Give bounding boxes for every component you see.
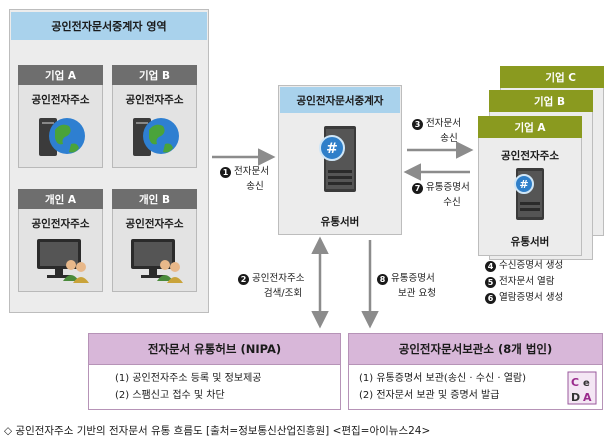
relay-server-label: 유통서버	[320, 216, 360, 228]
server-icon: #	[514, 168, 544, 220]
company-b-header: 기업 B	[112, 65, 197, 85]
person-a-address-label: 공인전자주소	[31, 218, 90, 230]
ceda-logo: C e D A	[567, 371, 597, 405]
globe-computer-icon	[39, 118, 85, 156]
monitor-people-icon	[131, 239, 183, 283]
company-a-header: 기업 A	[18, 65, 103, 85]
archive-title: 공인전자문서보관소 (8개 법인)	[348, 333, 603, 365]
relay-title: 공인전자문서중계자	[280, 87, 400, 113]
company-a-address-label: 공인전자주소	[31, 94, 90, 106]
hub-item-2: (2) 스팸신고 접수 및 차단	[115, 390, 225, 401]
archive-item-2: (2) 전자문서 보관 및 증명서 발급	[359, 390, 500, 401]
archive-body: (1) 유통증명서 보관(송신 · 수신 · 열람) (2) 전자문서 보관 및…	[348, 365, 603, 410]
svg-text:e: e	[583, 378, 590, 389]
company-c-header: 기업 C	[500, 66, 604, 88]
svg-text:A: A	[583, 391, 592, 404]
caption: ◇ 공인전자주소 기반의 전자문서 유통 흐름도 [출처=정보통신산업진흥원] …	[4, 425, 431, 437]
svg-text:#: #	[326, 141, 338, 157]
person-b-address-label: 공인전자주소	[125, 218, 184, 230]
sender-zone-title: 공인전자문서중계자 영역	[11, 12, 207, 40]
company-a-stack-address-label: 공인전자주소	[501, 150, 559, 162]
svg-text:C: C	[571, 376, 579, 389]
svg-text:#: #	[519, 178, 528, 191]
company-b-stack-header: 기업 B	[489, 90, 593, 112]
archive-item-1: (1) 유통증명서 보관(송신 · 수신 · 열람)	[359, 373, 526, 384]
company-a-stack-server-label: 유통서버	[510, 236, 550, 248]
svg-text:D: D	[571, 391, 580, 404]
hub-body: (1) 공인전자주소 등록 및 정보제공 (2) 스팸신고 접수 및 차단	[88, 365, 341, 410]
server-icon: #	[319, 126, 356, 192]
person-a-header: 개인 A	[18, 189, 103, 209]
person-b-header: 개인 B	[112, 189, 197, 209]
hub-item-1: (1) 공인전자주소 등록 및 정보제공	[115, 373, 262, 384]
monitor-people-icon	[37, 239, 89, 283]
globe-computer-icon	[133, 118, 179, 156]
company-a-stack-header: 기업 A	[478, 116, 582, 138]
company-b-address-label: 공인전자주소	[125, 94, 184, 106]
hub-title: 전자문서 유통허브 (NIPA)	[88, 333, 341, 365]
